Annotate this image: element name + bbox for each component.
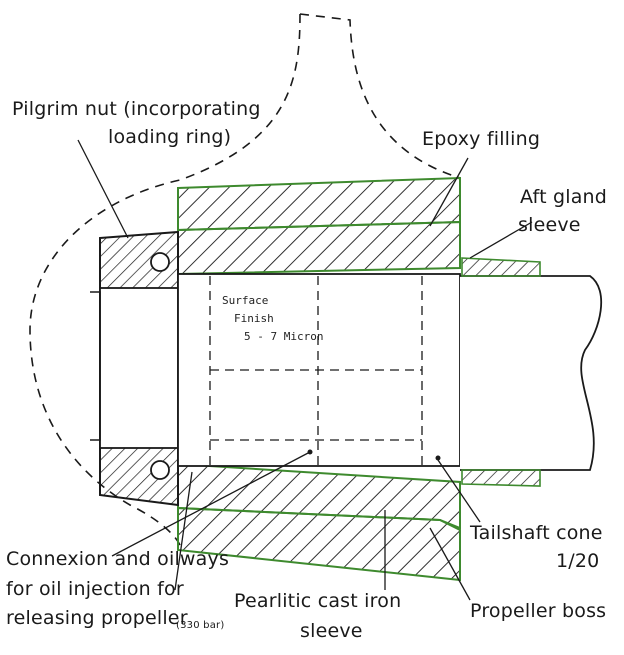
label-propeller-boss: Propeller boss: [470, 600, 607, 622]
tailshaft: [177, 273, 603, 471]
aft-gland-sleeve: [461, 257, 541, 487]
pilgrim-nut: [90, 230, 179, 507]
label-connexion-2: for oil injection for: [6, 578, 184, 600]
sleeve-top: [177, 220, 461, 276]
label-surface-finish-3: 5 - 7 Micron: [244, 330, 324, 343]
label-tailshaft-cone-2: 1/20: [556, 550, 600, 572]
label-aft-gland-1: Aft gland: [520, 186, 608, 208]
cone-point: [435, 455, 441, 461]
propeller-outline: [29, 13, 461, 546]
oil-point: [307, 449, 313, 455]
label-pearlitic-2: sleeve: [300, 620, 363, 642]
label-surface-finish-1: Surface: [222, 294, 269, 307]
label-connexion-3: releasing propeller: [6, 607, 188, 629]
label-aft-gland-2: sleeve: [518, 214, 581, 236]
label-connexion-1: Connexion and oilways: [6, 548, 230, 570]
label-pearlitic-1: Pearlitic cast iron: [234, 590, 402, 612]
label-pressure: (330 bar): [176, 620, 225, 631]
label-pilgrim-nut-2: loading ring): [108, 126, 232, 148]
label-tailshaft-cone-1: Tailshaft cone: [470, 522, 603, 544]
label-pilgrim-nut-1: Pilgrim nut (incorporating: [12, 98, 261, 120]
label-surface-finish-2: Finish: [234, 312, 274, 325]
label-epoxy-filling: Epoxy filling: [422, 128, 541, 150]
leader-lines: [77, 139, 533, 601]
